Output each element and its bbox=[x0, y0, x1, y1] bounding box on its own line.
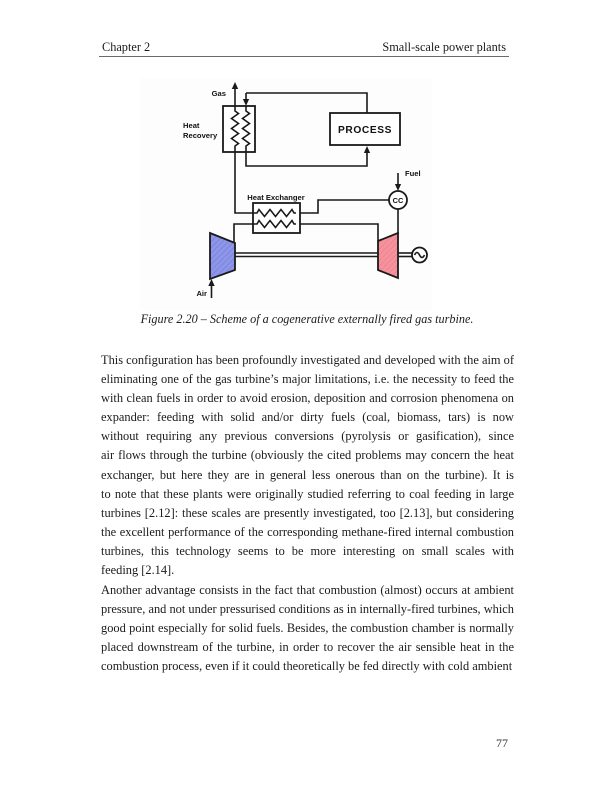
process-inlet-arrow-icon bbox=[363, 146, 371, 153]
header-chapter: Chapter 2 bbox=[102, 40, 151, 54]
heat-exchanger-coil-top bbox=[253, 208, 296, 218]
heat-recovery-coil-left bbox=[230, 106, 240, 152]
turbine-shape bbox=[377, 231, 399, 280]
figure-caption: Figure 2.20 – Scheme of a cogenerative e… bbox=[140, 312, 474, 326]
body-line: This configuration has been profoundly i… bbox=[101, 352, 514, 367]
body-line: placed downstream of the turbine, in ord… bbox=[101, 640, 514, 655]
compressor-outlet-pipe bbox=[233, 223, 253, 244]
body-line: turbines [2.12]: these scales are presen… bbox=[101, 505, 514, 520]
gas-pipe-hr-to-hx bbox=[234, 152, 253, 214]
body-line: eliminating one of the gas turbine’s maj… bbox=[101, 371, 514, 386]
process-top-pipe bbox=[246, 92, 368, 113]
gas-label: Gas bbox=[212, 89, 226, 98]
cc-to-hx-pipe bbox=[300, 199, 389, 214]
hx-to-turbine-pipe bbox=[300, 223, 379, 241]
body-line: exchanger, but here they are in general … bbox=[101, 467, 514, 482]
page-number: 77 bbox=[496, 736, 508, 750]
heat-recovery-coil-right bbox=[241, 106, 251, 152]
body-line: to note that these plants were originall… bbox=[101, 486, 514, 501]
header-rule bbox=[99, 56, 509, 57]
combustion-chamber-circle bbox=[388, 190, 408, 210]
process-box bbox=[329, 112, 401, 146]
air-arrow-icon bbox=[208, 279, 215, 286]
air-label: Air bbox=[196, 289, 207, 298]
heat-recovery-label-line1: Heat bbox=[183, 121, 200, 130]
body-line: the excellent performance of the corresp… bbox=[101, 525, 514, 540]
generator-sine-icon bbox=[413, 251, 426, 259]
gas-arrow-icon bbox=[231, 82, 239, 89]
body-line: pressure, and not under pressurised cond… bbox=[101, 601, 514, 616]
process-return-pipe bbox=[245, 152, 368, 167]
body-line: Another advantage consists in the fact t… bbox=[101, 582, 514, 597]
header-section-title: Small-scale power plants bbox=[382, 40, 506, 54]
compressor-shape bbox=[209, 231, 236, 281]
fuel-arrow-icon bbox=[394, 184, 402, 191]
body-line: feeding [2.14]. bbox=[101, 563, 175, 578]
body-line: combustion process, even if it could the… bbox=[101, 659, 513, 674]
body-line: turbines, this technology seems to be mo… bbox=[101, 544, 514, 559]
heat-exchanger-coil-bottom bbox=[253, 219, 296, 229]
body-text: This configuration has been profoundly i… bbox=[101, 351, 514, 677]
hr-inlet-arrow-icon bbox=[242, 99, 250, 106]
body-line: air flows through the turbine (obviously… bbox=[101, 448, 514, 463]
process-label: PROCESS bbox=[338, 125, 392, 136]
cc-label: CC bbox=[393, 196, 404, 205]
body-line: without requiring any previous conversio… bbox=[101, 429, 514, 444]
heat-exchanger-label: Heat Exchanger bbox=[247, 193, 304, 202]
fuel-label: Fuel bbox=[405, 169, 421, 178]
figure-diagram: CC Gas Heat Recovery PROCESS Heat Exchan… bbox=[140, 78, 432, 310]
body-line: expander: feeding with solid and/or dirt… bbox=[101, 410, 514, 425]
body-line: good point especially for solid fuels. B… bbox=[101, 620, 514, 635]
efgt-scheme-svg: CC Gas Heat Recovery PROCESS Heat Exchan… bbox=[183, 82, 428, 298]
body-line: with clean fuels in order to avoid erosi… bbox=[101, 390, 514, 405]
heat-exchanger-box bbox=[252, 202, 301, 234]
heat-recovery-label-line2: Recovery bbox=[183, 131, 218, 140]
